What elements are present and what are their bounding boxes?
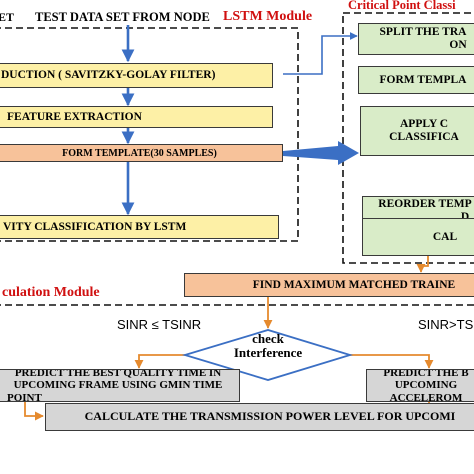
lstm-module-frame xyxy=(0,27,299,242)
lstm-module-title: LSTM Module xyxy=(223,10,313,24)
arrow-check-right xyxy=(350,354,434,369)
feature-extraction-box: FEATURE EXTRACTION xyxy=(0,106,273,128)
thick-arrow-template xyxy=(283,141,359,165)
apply-classification-box: APPLY C CLASSIFICA xyxy=(360,106,474,156)
arrow-to-split xyxy=(283,32,358,75)
smoothing-filter-box: DUCTION ( SAVITZKY-GOLAY FILTER) xyxy=(0,63,273,88)
calculate-critical-box: CAL xyxy=(362,218,474,256)
predict-gmin-box: PREDICT THE BEST QUALITY TIME IN UPCOMIN… xyxy=(0,369,240,402)
test-data-label: TEST DATA SET FROM NODE xyxy=(35,11,210,24)
find-max-matched-box: FIND MAXIMUM MATCHED TRAINE xyxy=(184,273,474,297)
lstm-classification-box: VITY CLASSIFICATION BY LSTM xyxy=(0,215,279,239)
calc-module-frame xyxy=(0,304,474,306)
form-template-critical-box: FORM TEMPLA xyxy=(358,66,474,94)
calculate-power-box: CALCULATE THE TRANSMISSION POWER LEVEL F… xyxy=(45,403,474,431)
sinr-le-label: SINR ≤ TSINR xyxy=(117,318,202,332)
check-interference-text: check Interference xyxy=(233,332,303,360)
check-interference-diamond xyxy=(181,329,354,381)
split-train-box: SPLIT THE TRA ON xyxy=(358,23,474,55)
form-template-box: FORM TEMPLATE(30 SAMPLES) xyxy=(0,144,283,162)
critical-module-title: Critical Point Classi xyxy=(348,0,456,12)
predict-accelerometer-box: PREDICT THE B UPCOMING ACCELEROM xyxy=(366,369,474,402)
arrow-check-left xyxy=(134,354,185,369)
calc-module-title: culation Module xyxy=(2,286,100,300)
arrow-cal-to-find xyxy=(416,256,429,273)
set-fragment-label: ET xyxy=(0,11,15,24)
sinr-gt-label: SINR>TS xyxy=(418,318,474,332)
critical-module-frame xyxy=(342,12,474,264)
